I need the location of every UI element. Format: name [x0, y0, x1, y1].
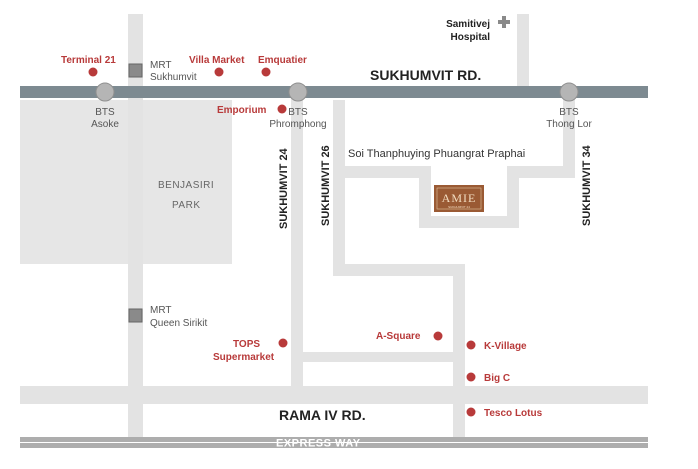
- phuangrat-road-label: Soi Thanphuying Phuangrat Praphai: [348, 148, 525, 160]
- phuangrat-loop-west: [419, 166, 431, 228]
- svg-text:Emporium: Emporium: [217, 105, 267, 116]
- property-tagline: SUKHUMVIT 24: [448, 205, 470, 209]
- svg-text:Big C: Big C: [484, 373, 510, 384]
- svg-text:Terminal 21: Terminal 21: [61, 55, 116, 66]
- sukhumvit-road: [20, 86, 648, 98]
- sukhumvit-24-road: [291, 96, 303, 390]
- location-marker-icon: [466, 340, 476, 350]
- poi-emporium: Emporium: [217, 104, 287, 116]
- bts-station-icon: [559, 82, 579, 102]
- svg-text:K-Village: K-Village: [484, 341, 527, 352]
- expressway: [20, 437, 648, 448]
- park-label-line2: PARK: [172, 200, 201, 211]
- svg-text:Samitivej: Samitivej: [446, 19, 490, 30]
- bts-station-icon: [288, 82, 308, 102]
- sukhumvit-34-road: [563, 96, 575, 178]
- location-marker-icon: [261, 67, 271, 77]
- phuangrat-loop-east: [507, 166, 519, 228]
- samitivej-hospital: Samitivej Hospital: [446, 16, 510, 43]
- bts-thonglor-station: BTS Thong Lor: [546, 82, 592, 130]
- svg-text:BTS: BTS: [559, 107, 579, 118]
- svg-text:TOPS: TOPS: [233, 339, 260, 350]
- sukhumvit-road-label: SUKHUMVIT RD.: [370, 67, 481, 83]
- location-marker-icon: [214, 67, 224, 77]
- poi-k-village: K-Village: [466, 340, 527, 352]
- sukhumvit-34-label: SUKHUMVIT 34: [581, 144, 593, 226]
- rama-iv-road: [20, 386, 648, 404]
- svg-text:Phromphong: Phromphong: [269, 119, 326, 130]
- poi-villa-market: Villa Market: [189, 55, 245, 77]
- svg-text:Supermarket: Supermarket: [213, 352, 275, 363]
- sukhumvit-26-link: [333, 264, 465, 276]
- svg-text:Sukhumvit: Sukhumvit: [150, 72, 197, 83]
- svg-text:Tesco Lotus: Tesco Lotus: [484, 408, 543, 419]
- roads: [20, 14, 648, 438]
- location-marker-icon: [278, 338, 288, 348]
- phuangrat-road-east: [507, 166, 575, 178]
- asoke-road: [128, 14, 143, 438]
- property-name: AMIE: [442, 191, 477, 205]
- poi-a-square: A-Square: [376, 331, 443, 342]
- svg-text:BTS: BTS: [288, 107, 308, 118]
- mrt-station-icon: [128, 63, 143, 78]
- svg-text:Emquatier: Emquatier: [258, 55, 307, 66]
- bts-station-icon: [95, 82, 115, 102]
- svg-text:Hospital: Hospital: [451, 32, 491, 43]
- svg-text:A-Square: A-Square: [376, 331, 421, 342]
- location-marker-icon: [88, 67, 98, 77]
- location-marker-icon: [466, 407, 476, 417]
- svg-text:MRT: MRT: [150, 305, 171, 316]
- hospital-road: [517, 14, 529, 86]
- property-logo-badge: [434, 185, 484, 212]
- soi-cross-road: [297, 352, 465, 362]
- rama-iv-road-label: RAMA IV RD.: [279, 407, 366, 423]
- phuangrat-road: [345, 166, 419, 178]
- location-marker-icon: [433, 331, 443, 341]
- poi-emquatier: Emquatier: [258, 55, 307, 77]
- svg-text:Thong Lor: Thong Lor: [546, 119, 592, 130]
- svg-text:Villa Market: Villa Market: [189, 55, 245, 66]
- bts-phromphong-station: BTS Phromphong: [269, 82, 327, 130]
- mrt-sukhumvit-station: MRT Sukhumvit: [128, 60, 197, 83]
- sukhumvit-24-label: SUKHUMVIT 24: [278, 147, 290, 229]
- svg-text:Asoke: Asoke: [91, 119, 119, 130]
- svg-text:Queen Sirikit: Queen Sirikit: [150, 318, 207, 329]
- poi-big-c: Big C: [466, 372, 510, 384]
- mrt-station-icon: [128, 308, 143, 323]
- benjasiri-park: [20, 100, 232, 264]
- sukhumvit-26-south: [453, 264, 465, 438]
- park-label-line1: BENJASIRI: [158, 180, 214, 191]
- svg-text:MRT: MRT: [150, 60, 171, 71]
- expressway-label: EXPRESS WAY: [276, 438, 361, 450]
- mrt-queen-sirikit-station: MRT Queen Sirikit: [128, 305, 207, 329]
- bts-asoke-station: BTS Asoke: [91, 82, 119, 130]
- poi-tops-supermarket: TOPS Supermarket: [213, 338, 288, 363]
- sukhumvit-26-label: SUKHUMVIT 26: [320, 145, 332, 226]
- location-marker-icon: [277, 104, 287, 114]
- poi-terminal21: Terminal 21: [61, 55, 116, 77]
- svg-text:BTS: BTS: [95, 107, 115, 118]
- amie-property-marker: AMIE SUKHUMVIT 24: [434, 185, 484, 212]
- hospital-cross-icon: [498, 16, 510, 28]
- poi-tesco-lotus: Tesco Lotus: [466, 407, 543, 419]
- phuangrat-loop-south: [419, 216, 519, 228]
- location-marker-icon: [466, 372, 476, 382]
- sukhumvit-26-road: [333, 100, 345, 274]
